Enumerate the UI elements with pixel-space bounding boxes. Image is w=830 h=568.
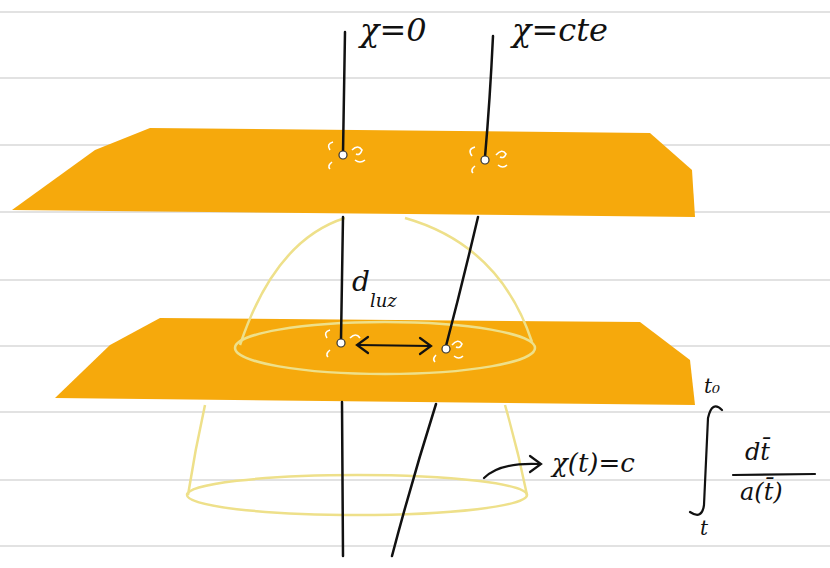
ruled-lines [0, 12, 830, 546]
integral-sign [690, 406, 815, 514]
past-lightcone [187, 405, 527, 515]
hypersurface-top [12, 128, 695, 217]
distance-label: d [352, 268, 370, 296]
world-lines [341, 32, 493, 556]
galaxies [326, 142, 507, 362]
integral-limit: t [700, 518, 708, 538]
formula-numerator: dt̄ [745, 440, 770, 464]
hypersurface-middle [55, 318, 695, 405]
distance-subscript: luz [370, 292, 397, 310]
worldline-label: χ=0 [360, 14, 427, 46]
worldline-label: χ=cte [512, 14, 608, 46]
upper-lightcone [235, 218, 535, 374]
formula-denominator: a(t̄) [740, 480, 783, 504]
formula-text: χ(t)=c [552, 450, 635, 476]
pointer-arrow [484, 456, 541, 478]
distance-arrow [357, 337, 431, 354]
integral-limit: t₀ [704, 376, 720, 396]
